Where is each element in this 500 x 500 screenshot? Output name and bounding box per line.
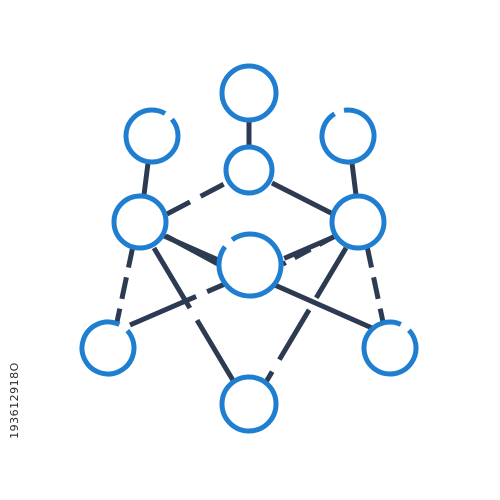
network-nodes	[79, 63, 419, 434]
node-right	[329, 193, 387, 251]
edge-left-to-bottom	[151, 246, 237, 384]
edge-upper-center-to-right	[270, 180, 335, 217]
node-center	[216, 231, 284, 299]
edge-topleft-to-left	[141, 162, 151, 196]
node-left	[111, 193, 169, 251]
stock-id-label: 193612918O	[7, 340, 21, 460]
node-bottom-left	[79, 319, 137, 377]
node-top	[219, 63, 279, 123]
edge-right-to-bottom	[263, 246, 349, 384]
edge-left-to-bottomright	[162, 233, 374, 331]
node-upper-center	[223, 144, 275, 196]
edge-left-to-bottomleft	[114, 245, 136, 323]
edge-topright-to-right	[349, 162, 359, 196]
edge-right-to-bottomright	[364, 245, 386, 323]
node-top-left	[123, 107, 181, 165]
node-bottom	[219, 374, 279, 434]
stock-id-text: 193612918O	[7, 361, 21, 439]
node-top-right	[319, 107, 377, 165]
node-bottom-right	[361, 319, 419, 377]
edge-left-to-upper-center	[165, 180, 228, 217]
